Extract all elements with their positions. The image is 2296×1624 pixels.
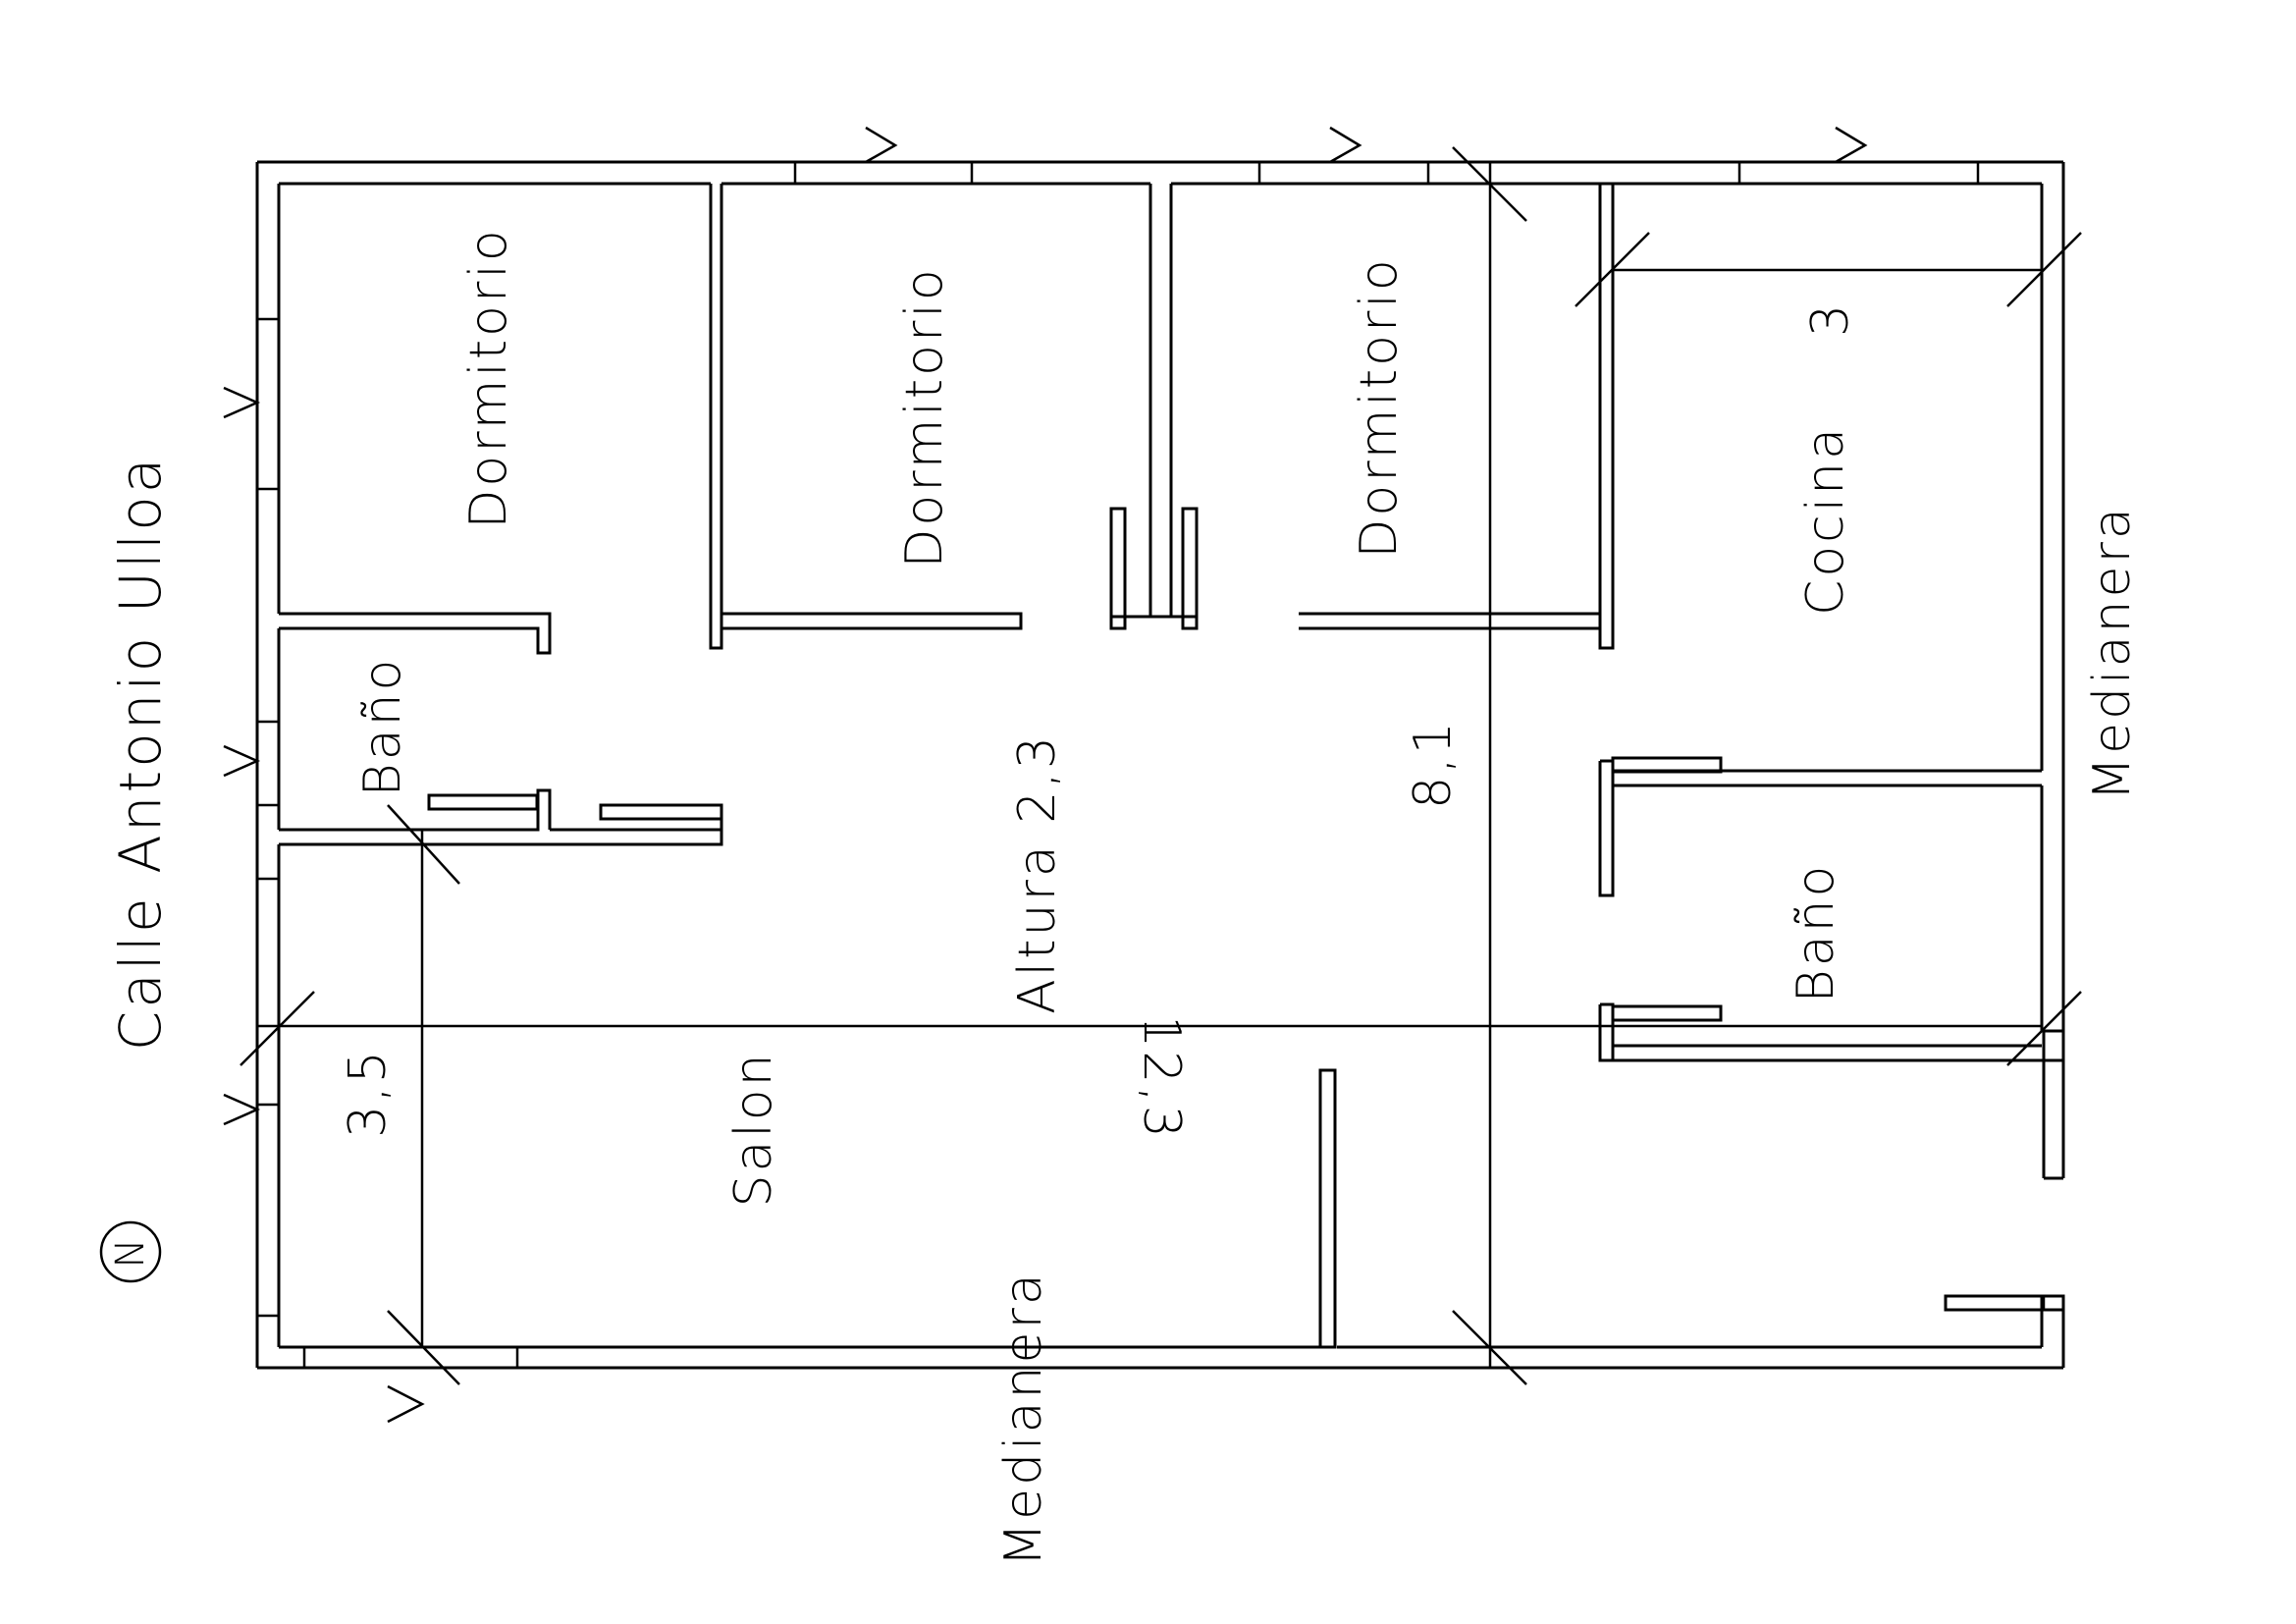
dimension-total-length: 12,3 — [1132, 1015, 1191, 1141]
labels: Calle Antonio Ulloa Dormitorio Dormitori… — [107, 227, 2142, 1566]
north-letter: N — [108, 1236, 153, 1269]
dimension-height: Altura 2,3 — [1008, 733, 1067, 1014]
dimension-salon-width: 3,5 — [339, 1048, 398, 1138]
room-label-dormitorio-2: Dormitorio — [895, 266, 954, 568]
boundary-label-bottom: Medianera — [994, 1271, 1053, 1566]
window-arrows — [223, 126, 1868, 1424]
exterior-walls — [255, 160, 2065, 1370]
room-label-salon: Salon — [724, 1051, 783, 1207]
interior-walls — [279, 184, 2065, 1349]
room-label-bano-2: Baño — [1787, 863, 1845, 1003]
dimension-cocina-width: 3 — [1801, 301, 1860, 337]
boundary-label-right: Medianera — [2083, 505, 2142, 800]
room-label-dormitorio-1: Dormitorio — [459, 227, 518, 528]
room-label-bano-1: Baño — [353, 657, 412, 797]
north-symbol: N — [99, 1220, 162, 1283]
street-label: Calle Antonio Ulloa — [107, 456, 174, 1052]
room-label-cocina: Cocina — [1796, 425, 1855, 616]
room-label-dormitorio-3: Dormitorio — [1350, 256, 1409, 558]
dimension-interior-length: 8,1 — [1404, 719, 1463, 809]
dimension-lines — [240, 146, 2082, 1385]
